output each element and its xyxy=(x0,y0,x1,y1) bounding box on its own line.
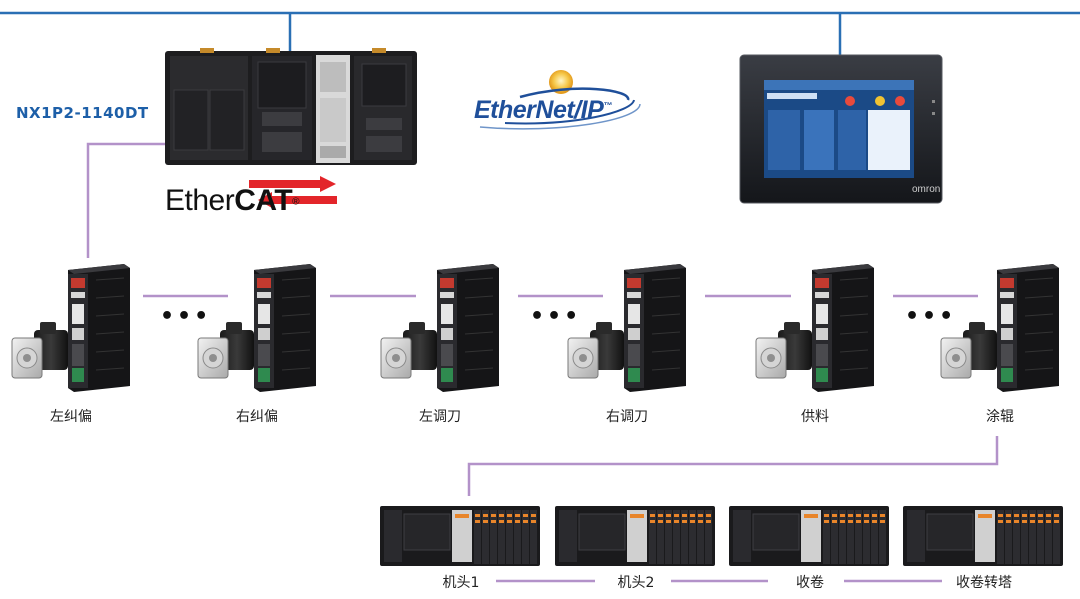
ethercat-logo-text-plain: Ether xyxy=(165,184,235,217)
hmi-brand: omron xyxy=(912,184,941,195)
remote-io-label: 收卷转塔 xyxy=(956,575,1012,591)
ethernet-ip-logo-mark xyxy=(479,70,641,130)
remote-io-icon xyxy=(729,506,889,566)
servo-drive-icon xyxy=(11,264,130,392)
ethercat-registered-mark: ® xyxy=(292,196,300,208)
ellipsis-2: ••• xyxy=(530,304,582,329)
servo-axis: 右调刀 xyxy=(562,258,692,433)
servo-axis: 左调刀 xyxy=(375,258,505,433)
servo-drive-icon xyxy=(197,264,316,392)
remote-io-label: 机头1 xyxy=(442,575,480,591)
remote-io-icon xyxy=(903,506,1063,566)
ethernet-backbone xyxy=(0,11,1080,56)
servo-axis: 涂辊 xyxy=(935,258,1065,433)
remote-io-unit: 机头2 xyxy=(555,506,717,598)
servo-axis: 左纠偏 xyxy=(6,258,136,433)
remote-io-unit: 机头1 xyxy=(380,506,542,598)
servo-drive-icon xyxy=(940,264,1059,392)
servo-axis-label: 左调刀 xyxy=(419,409,461,425)
servo-axis-label: 右调刀 xyxy=(606,409,648,425)
remote-io-label: 收卷 xyxy=(796,575,824,591)
remote-io-unit: 收卷转塔 xyxy=(903,506,1065,598)
ethercat-links xyxy=(86,142,999,583)
servo-drive-icon xyxy=(567,264,686,392)
ellipsis-1: ••• xyxy=(160,304,212,329)
servo-axis: 右纠偏 xyxy=(192,258,322,433)
servo-drive-icon xyxy=(380,264,499,392)
remote-io-icon xyxy=(555,506,715,566)
ethernet-ip-logo: EtherNet/IP™ xyxy=(474,96,612,125)
hmi-panel xyxy=(739,54,943,204)
ellipsis-3: ••• xyxy=(905,304,957,329)
servo-axis-label: 左纠偏 xyxy=(50,409,92,425)
remote-io-icon xyxy=(380,506,540,566)
ethercat-logo: EtherCAT® xyxy=(165,184,300,218)
remote-io-label: 机头2 xyxy=(617,575,655,591)
servo-axis-label: 右纠偏 xyxy=(236,409,278,425)
ethercat-logo-arrows xyxy=(249,176,337,208)
ethernet-ip-tm: ™ xyxy=(603,100,612,111)
servo-drive-icon xyxy=(755,264,874,392)
servo-axis-label: 涂辊 xyxy=(986,409,1014,425)
plc-controller xyxy=(165,48,417,165)
servo-axis-label: 供料 xyxy=(801,409,829,425)
servo-axis: 供料 xyxy=(750,258,880,433)
ethernet-ip-logo-text: EtherNet/IP xyxy=(474,96,604,124)
plc-model-label: NX1P2-1140DT xyxy=(16,104,149,122)
ethercat-logo-text-bold: CAT xyxy=(234,184,293,217)
remote-io-unit: 收卷 xyxy=(729,506,891,598)
